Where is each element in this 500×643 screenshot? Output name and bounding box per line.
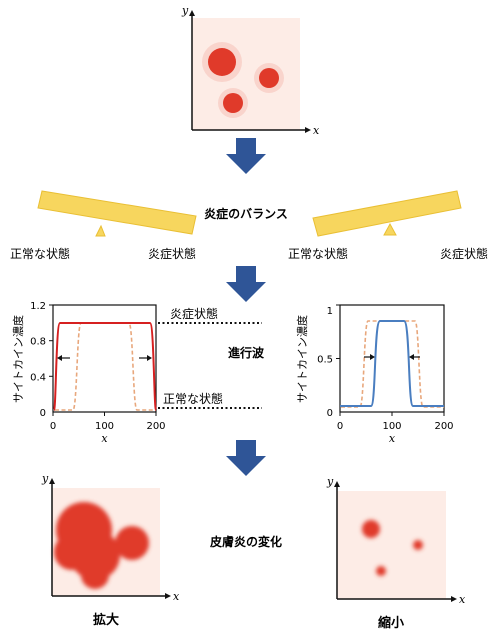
x-tick-label: 0 bbox=[337, 421, 343, 432]
left-wave-chart: 1.2 0.8 0.4 0 0 100 200 x サイトカイン濃度 bbox=[11, 301, 166, 445]
right-inward-arrow-icon bbox=[409, 354, 420, 360]
down-arrow-icon bbox=[226, 138, 266, 174]
y-tick-label: 0.5 bbox=[317, 355, 333, 366]
y-tick-label: 0.4 bbox=[30, 372, 46, 383]
x-axis-label: x bbox=[459, 593, 466, 606]
seesaw-fulcrum bbox=[95, 224, 106, 237]
left-seesaw-icon bbox=[37, 190, 197, 237]
x-tick-label: 100 bbox=[382, 421, 401, 432]
lesion-spot bbox=[376, 566, 386, 576]
x-tick-label: 100 bbox=[95, 421, 114, 432]
x-axis-arrowhead-icon bbox=[305, 127, 311, 133]
right-wave-chart: 1 0.5 0 0 100 200 x サイトカイン濃度 bbox=[295, 304, 454, 445]
right-seesaw-icon bbox=[312, 190, 462, 237]
right-normal-label: 正常な状態 bbox=[288, 246, 348, 261]
spreading-profile-curve bbox=[53, 322, 157, 411]
x-axis-arrowhead-icon bbox=[451, 596, 457, 602]
dermatitis-change-title: 皮膚炎の変化 bbox=[209, 534, 282, 549]
expand-caption: 拡大 bbox=[93, 612, 119, 628]
lesion-spot bbox=[259, 68, 279, 88]
x-tick-label: 200 bbox=[434, 421, 453, 432]
y-tick-label: 0.8 bbox=[30, 337, 46, 348]
x-axis-label: x bbox=[173, 590, 180, 603]
shrunk-panel-background bbox=[337, 491, 446, 599]
x-axis-label: x bbox=[313, 124, 320, 137]
traveling-wave-title: 進行波 bbox=[228, 345, 265, 360]
shrunk-lesions bbox=[362, 520, 423, 576]
merged-lesion bbox=[54, 502, 149, 589]
y-axis-label: y bbox=[181, 4, 189, 17]
left-outward-arrow-icon bbox=[57, 355, 70, 361]
y-tick-label: 1.2 bbox=[30, 301, 46, 312]
y-axis-label: サイトカイン濃度 bbox=[11, 315, 25, 403]
initial-profile-dashed bbox=[55, 322, 156, 411]
expanded-heatmap-panel: x y 拡大 bbox=[41, 472, 180, 628]
y-axis-arrowhead-icon bbox=[334, 481, 340, 487]
down-arrow-icon bbox=[226, 440, 266, 476]
y-axis-arrowhead-icon bbox=[49, 478, 55, 484]
x-axis-label: x bbox=[389, 432, 396, 445]
shrinking-profile-curve bbox=[340, 320, 444, 407]
x-axis-label: x bbox=[101, 432, 108, 445]
seesaw-plank bbox=[312, 190, 462, 237]
balance-title: 炎症のバランス bbox=[204, 206, 288, 221]
left-inward-arrow-icon bbox=[364, 354, 375, 360]
right-inflamed-label: 炎症状態 bbox=[440, 246, 488, 261]
initial-profile-dashed bbox=[341, 320, 444, 408]
y-axis-arrowhead-icon bbox=[189, 10, 195, 16]
y-axis-label: サイトカイン濃度 bbox=[295, 315, 309, 403]
x-tick-label: 0 bbox=[50, 421, 56, 432]
lesion-spot bbox=[413, 540, 423, 550]
inflamed-level-label: 炎症状態 bbox=[170, 306, 218, 321]
x-tick-label: 200 bbox=[146, 421, 165, 432]
shrink-caption: 縮小 bbox=[378, 615, 404, 631]
right-outward-arrow-icon bbox=[139, 355, 152, 361]
shrunk-heatmap-panel: x y 縮小 bbox=[326, 475, 466, 631]
seesaw-fulcrum bbox=[383, 222, 397, 236]
x-axis-arrowhead-icon bbox=[165, 593, 171, 599]
lesion-spot bbox=[208, 48, 236, 76]
balance-section: 炎症のバランス 正常な状態 炎症状態 正常な状態 炎症状態 bbox=[10, 190, 488, 261]
normal-level-label: 正常な状態 bbox=[163, 391, 223, 406]
y-tick-label: 1 bbox=[327, 306, 333, 317]
seesaw-plank bbox=[37, 190, 197, 235]
left-inflamed-label: 炎症状態 bbox=[148, 246, 196, 261]
lesion-spot bbox=[362, 520, 380, 538]
top-heatmap-panel: x y bbox=[181, 4, 320, 137]
y-axis-label: y bbox=[326, 475, 334, 488]
y-axis-label: y bbox=[41, 472, 49, 485]
state-reference-lines: 炎症状態 正常な状態 進行波 bbox=[158, 306, 265, 409]
y-tick-label: 0 bbox=[40, 408, 46, 419]
left-normal-label: 正常な状態 bbox=[10, 246, 70, 261]
down-arrow-icon bbox=[226, 266, 266, 302]
lesion-spot bbox=[223, 93, 243, 113]
y-tick-label: 0 bbox=[327, 408, 333, 419]
